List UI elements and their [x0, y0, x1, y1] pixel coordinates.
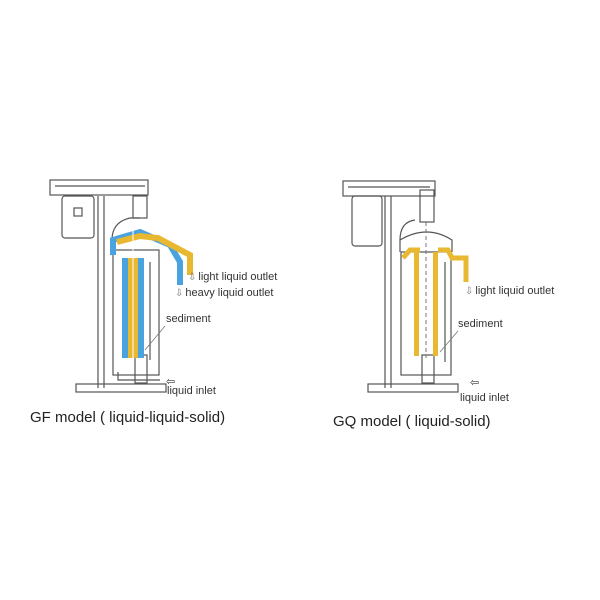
gq-sediment-label: sediment — [458, 318, 503, 330]
down-arrow-icon: ⇩ — [465, 286, 474, 297]
gf-sediment-label: sediment — [166, 313, 211, 325]
gq-inlet-label: liquid inlet — [460, 392, 509, 404]
down-arrow-icon: ⇩ — [175, 288, 184, 299]
gq-light-outlet-label: ⇩light liquid outlet — [465, 285, 555, 297]
gq-flow — [401, 222, 469, 358]
gf-flow — [110, 222, 193, 358]
gf-machine — [49, 179, 167, 393]
gf-inlet-label: liquid inlet — [167, 385, 216, 397]
gf-heavy-outlet-label: ⇩heavy liquid outlet — [175, 287, 274, 299]
gq-machine — [342, 180, 459, 393]
gq-inlet-arrow-icon: ⇦ — [470, 377, 480, 389]
gf-light-outlet-label: ⇩light liquid outlet — [188, 271, 278, 283]
gq-caption: GQ model ( liquid-solid) — [333, 413, 491, 430]
gf-caption: GF model ( liquid-liquid-solid) — [30, 409, 226, 426]
gf-inlet-arrow-icon: ⇦ — [166, 376, 176, 388]
leader-lines — [144, 325, 459, 353]
down-arrow-icon: ⇩ — [188, 272, 197, 283]
